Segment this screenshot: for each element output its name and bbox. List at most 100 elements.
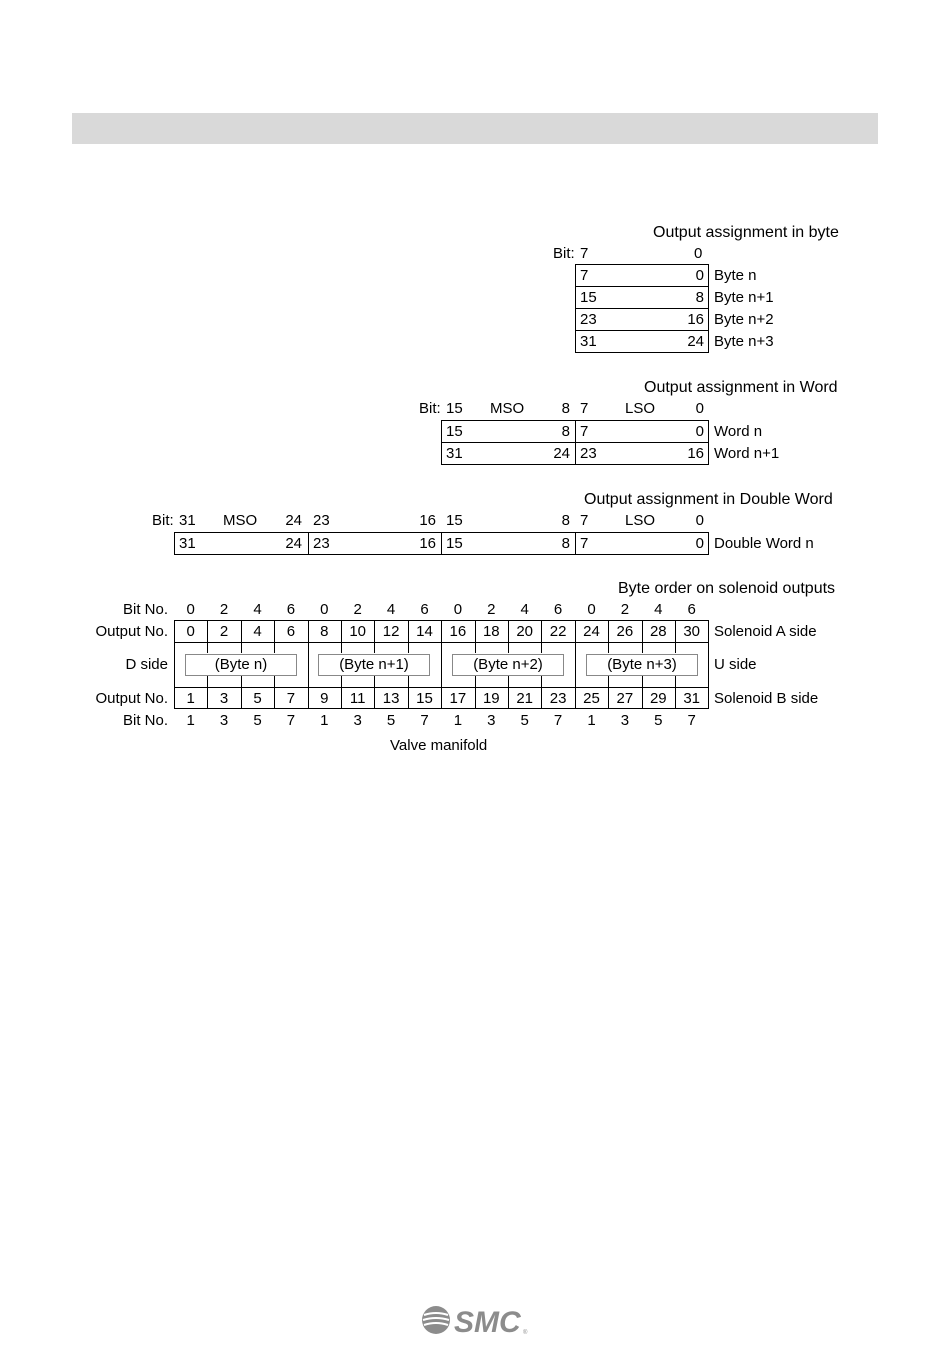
byte-row-label: Byte n+1 xyxy=(714,289,774,306)
output-no-bottom: 21 xyxy=(516,690,534,707)
word-cell: 15 xyxy=(446,423,463,440)
bit-no-top: 2 xyxy=(620,601,630,618)
dword-bit: 31 xyxy=(179,512,196,529)
output-no-top: 20 xyxy=(516,623,534,640)
bit-no-top: 0 xyxy=(453,601,463,618)
byte-row-lo: 0 xyxy=(695,267,704,284)
word-title: Output assignment in Word xyxy=(644,379,838,396)
u-side-label: U side xyxy=(714,656,757,673)
word-cell: 31 xyxy=(446,445,463,462)
dword-bit: 16 xyxy=(419,512,436,529)
output-no-top: 18 xyxy=(482,623,500,640)
bit-no-bottom: 3 xyxy=(353,712,362,729)
dword-bit: 15 xyxy=(446,512,463,529)
svg-text:®: ® xyxy=(523,1329,528,1336)
output-no-label-bottom: Output No. xyxy=(95,690,168,707)
output-no-bottom: 17 xyxy=(449,690,467,707)
word-mso: MSO xyxy=(490,400,525,417)
output-no-top: 28 xyxy=(649,623,667,640)
output-no-top: 24 xyxy=(583,623,600,640)
word-bit-label: Bit: xyxy=(419,400,441,417)
dword-mso: MSO xyxy=(223,512,258,529)
bit-no-top: 2 xyxy=(219,601,229,618)
smc-logo-mark: SMC ® xyxy=(422,1306,528,1339)
smc-logo: SMC ® xyxy=(420,1303,530,1342)
dword-cell: 0 xyxy=(695,535,704,552)
output-no-top: 22 xyxy=(549,623,567,640)
svg-text:SMC: SMC xyxy=(454,1306,522,1337)
bit-no-bottom: 1 xyxy=(453,712,463,729)
dword-cell: 8 xyxy=(561,535,570,552)
bit-no-top: 6 xyxy=(687,601,696,618)
bit-no-bottom: 7 xyxy=(420,712,429,729)
output-no-top: 30 xyxy=(683,623,701,640)
byte-row-hi: 23 xyxy=(580,311,597,328)
solenoid-b-label: Solenoid B side xyxy=(714,690,819,707)
word-row-label: Word n xyxy=(714,423,763,440)
output-no-top: 26 xyxy=(616,623,634,640)
bit-no-bottom: 5 xyxy=(654,712,663,729)
output-no-bottom: 29 xyxy=(649,690,667,707)
byte-bit-label: Bit: xyxy=(553,245,575,262)
bit-no-top: 0 xyxy=(320,601,329,618)
byte-row-label: Byte n xyxy=(714,267,757,284)
word-bit-0: 0 xyxy=(695,400,704,417)
dword-bit: 24 xyxy=(285,512,302,529)
bit-no-bottom: 1 xyxy=(320,712,329,729)
output-no-bottom: 19 xyxy=(482,690,500,707)
byte-row-label: Byte n+3 xyxy=(714,333,774,350)
byte-group-label: (Byte n) xyxy=(185,654,297,676)
output-no-top: 14 xyxy=(416,623,433,640)
byte-bit-hi: 7 xyxy=(580,245,589,262)
byte-row-hi: 7 xyxy=(580,267,589,284)
word-bit-15: 15 xyxy=(446,400,463,417)
output-no-top: 10 xyxy=(349,623,367,640)
bit-no-top: 2 xyxy=(487,601,496,618)
word-cell: 16 xyxy=(687,445,704,462)
bit-no-top: 4 xyxy=(654,601,663,618)
valve-manifold-caption: Valve manifold xyxy=(390,737,488,754)
output-no-bottom: 7 xyxy=(286,690,296,707)
byte-row-hi: 31 xyxy=(580,333,597,350)
output-no-top: 6 xyxy=(286,623,296,640)
word-cell: 0 xyxy=(695,423,704,440)
bit-no-bottom: 7 xyxy=(687,712,696,729)
word-row-label: Word n+1 xyxy=(714,445,780,462)
dword-cell: 16 xyxy=(419,535,436,552)
bit-no-top: 6 xyxy=(420,601,429,618)
output-no-bottom: 1 xyxy=(186,690,195,707)
dword-bit: 7 xyxy=(580,512,589,529)
byte-row-lo: 8 xyxy=(695,289,704,306)
byte-row-label: Byte n+2 xyxy=(714,311,774,328)
output-no-top: 0 xyxy=(186,623,195,640)
bit-no-top: 0 xyxy=(186,601,195,618)
output-no-bottom: 3 xyxy=(219,690,229,707)
word-cell: 24 xyxy=(553,445,570,462)
section-header-bar xyxy=(72,113,878,144)
dword-cell: 23 xyxy=(313,535,330,552)
bit-no-bottom: 3 xyxy=(620,712,630,729)
dword-cell: 31 xyxy=(179,535,196,552)
output-no-bottom: 13 xyxy=(382,690,400,707)
word-lso: LSO xyxy=(625,400,656,417)
bit-no-bottom: 5 xyxy=(520,712,529,729)
dword-cell: 15 xyxy=(446,535,463,552)
byte-title: Output assignment in byte xyxy=(653,224,839,241)
bit-no-top: 6 xyxy=(286,601,296,618)
word-cell: 23 xyxy=(580,445,597,462)
byte-row-lo: 24 xyxy=(687,333,704,350)
bit-no-top: 6 xyxy=(553,601,563,618)
byte-group-label: (Byte n+3) xyxy=(586,654,698,676)
dword-cell: 7 xyxy=(580,535,589,552)
bit-no-bottom: 5 xyxy=(386,712,396,729)
bit-no-top: 4 xyxy=(386,601,396,618)
output-no-top: 2 xyxy=(219,623,229,640)
bit-no-bottom: 5 xyxy=(253,712,262,729)
solenoid-a-label: Solenoid A side xyxy=(714,623,817,640)
d-side-label: D side xyxy=(125,656,168,673)
byte-row-hi: 15 xyxy=(580,289,597,306)
bit-no-bottom: 1 xyxy=(587,712,596,729)
dword-cell: 24 xyxy=(285,535,302,552)
bit-no-bottom: 3 xyxy=(487,712,496,729)
byte-group-label: (Byte n+2) xyxy=(452,654,564,676)
